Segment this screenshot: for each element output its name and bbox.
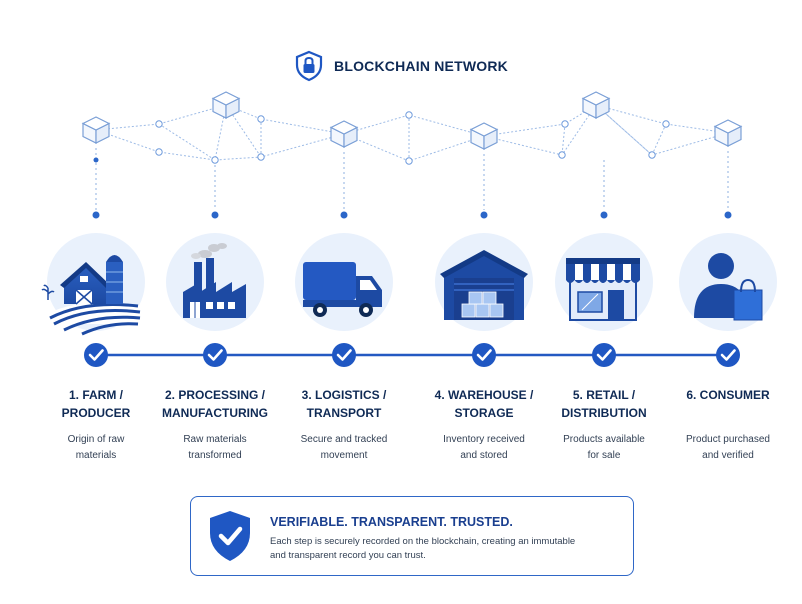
block-cubes	[81, 91, 743, 150]
network-link	[95, 104, 729, 137]
step-description: Origin of raw materials	[31, 432, 161, 464]
network-node	[561, 120, 569, 128]
delivery-truck-icon	[303, 262, 382, 317]
step-description-line: Secure and tracked	[300, 434, 388, 445]
block-cube-icon	[581, 91, 611, 119]
callout-text: Each step is securely recorded on the bl…	[270, 535, 610, 563]
step-title-line: MANUFACTURING	[162, 406, 268, 420]
step-circles	[47, 233, 777, 331]
step-title-line: 3. LOGISTICS /	[301, 388, 387, 402]
callout-text-line: and transparent record you can trust.	[270, 550, 426, 561]
step-title-line: 2. PROCESSING /	[164, 388, 266, 402]
connector-dot	[600, 211, 608, 219]
step-title: 2. PROCESSING / MANUFACTURING	[150, 386, 280, 422]
network-link	[651, 123, 667, 156]
network-node	[405, 111, 413, 119]
network-node	[257, 153, 265, 161]
step-description-line: movement	[320, 450, 368, 461]
step-description-line: and stored	[460, 450, 508, 461]
network-node	[211, 156, 219, 164]
step-title: 5. RETAIL / DISTRIBUTION	[539, 386, 669, 422]
step-title-line: DISTRIBUTION	[561, 406, 647, 420]
step-description: Secure and tracked movement	[279, 432, 409, 464]
network-nodes	[155, 111, 670, 165]
network-node	[558, 151, 566, 159]
check-circle-icon	[203, 343, 227, 367]
network-header: BLOCKCHAIN NETWORK	[0, 50, 802, 82]
step-title-line: TRANSPORT	[306, 406, 382, 420]
block-cube-icon	[469, 122, 499, 150]
network-link	[561, 123, 566, 156]
step-description-line: and verified	[702, 450, 754, 461]
trust-callout: VERIFIABLE. TRANSPARENT. TRUSTED. Each s…	[190, 496, 634, 576]
check-circle-icon	[472, 343, 496, 367]
step-description: Products available for sale	[539, 432, 669, 464]
step-connectors	[95, 148, 729, 210]
step-description-line: for sale	[587, 450, 621, 461]
step-title: 3. LOGISTICS / TRANSPORT	[279, 386, 409, 422]
connector-dot	[724, 211, 732, 219]
network-link	[225, 104, 262, 158]
network-link	[158, 123, 216, 161]
network-node	[648, 151, 656, 159]
connector-dot	[480, 211, 488, 219]
network-node	[155, 148, 163, 156]
step-description: Raw materials transformed	[150, 432, 280, 464]
step-title-line: PRODUCER	[61, 406, 131, 420]
check-circle-icon	[84, 343, 108, 367]
consumer-shopping-bag-icon	[694, 253, 763, 321]
factory-icon	[183, 243, 246, 318]
step-description-line: Raw materials	[183, 434, 247, 445]
network-node	[662, 120, 670, 128]
storefront-icon	[566, 258, 640, 321]
block-cube-icon	[81, 116, 111, 144]
step-title-line: 6. CONSUMER	[686, 388, 770, 402]
callout-heading: VERIFIABLE. TRANSPARENT. TRUSTED.	[270, 515, 513, 529]
callout-text-line: Each step is securely recorded on the bl…	[270, 536, 576, 547]
network-title: BLOCKCHAIN NETWORK	[334, 58, 508, 74]
check-circle-icon	[716, 343, 740, 367]
step-title: 4. WAREHOUSE / STORAGE	[419, 386, 549, 422]
step-description: Product purchased and verified	[663, 432, 793, 464]
step-title: 1. FARM / PRODUCER	[31, 386, 161, 422]
network-node	[155, 120, 163, 128]
step-title-line: 1. FARM /	[68, 388, 123, 402]
padlock-shield-icon	[295, 50, 323, 82]
step-title-line: STORAGE	[454, 406, 514, 420]
step-description-line: Products available	[563, 434, 645, 445]
connector-dots	[92, 157, 732, 219]
connector-dot	[92, 211, 100, 219]
network-node	[257, 115, 265, 123]
warehouse-icon	[440, 250, 528, 320]
step-description-line: transformed	[188, 450, 242, 461]
step-description-line: materials	[75, 450, 117, 461]
check-circle-icon	[332, 343, 356, 367]
connector-dot	[93, 157, 99, 163]
step-description-line: Product purchased	[686, 434, 770, 445]
block-cube-icon	[329, 120, 359, 148]
step-title-line: 5. RETAIL /	[572, 388, 636, 402]
connector-dot	[211, 211, 219, 219]
network-node	[405, 157, 413, 165]
step-description: Inventory received and stored	[419, 432, 549, 464]
step-title-line: 4. WAREHOUSE /	[434, 388, 534, 402]
farm-barn-silo-icon	[41, 255, 142, 336]
block-cube-icon	[713, 119, 743, 147]
step-title: 6. CONSUMER	[663, 386, 793, 404]
step-description-line: Origin of raw	[67, 434, 125, 445]
shield-check-icon	[210, 511, 250, 561]
step-description-line: Inventory received	[443, 434, 525, 445]
block-cube-icon	[211, 91, 241, 119]
connector-dot	[340, 211, 348, 219]
check-circle-icon	[592, 343, 616, 367]
check-marks	[84, 343, 740, 367]
